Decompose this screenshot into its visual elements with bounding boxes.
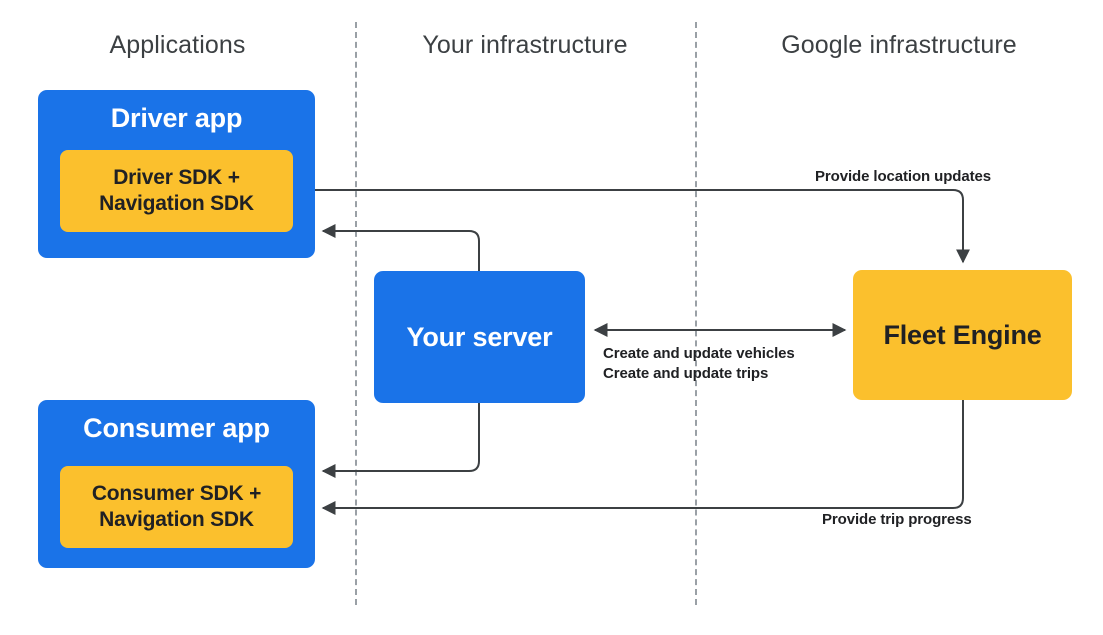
node-driver-app-title: Driver app bbox=[110, 103, 243, 133]
edge-label-provide-trip-progress: Provide trip progress bbox=[822, 511, 972, 528]
node-your-server-label: Your server bbox=[406, 321, 553, 352]
edge-driver-to-fleet-engine bbox=[293, 189, 970, 264]
column-header-applications: Applications bbox=[109, 31, 246, 59]
edge-label-create-and-update-trips: Create and update trips bbox=[603, 365, 769, 383]
edge-your-server-to-consumer-app bbox=[321, 403, 480, 478]
node-driver-sdk[interactable]: Driver SDK + Navigation SDK bbox=[60, 150, 293, 232]
node-consumer-sdk[interactable]: Consumer SDK + Navigation SDK bbox=[60, 466, 293, 548]
node-consumer-sdk-label-line1: Consumer SDK + bbox=[91, 481, 262, 505]
node-consumer-sdk-label-line2: Navigation SDK bbox=[99, 508, 254, 531]
node-fleet-engine-label: Fleet Engine bbox=[883, 319, 1042, 350]
node-driver-sdk-label: Driver SDK + Navigation SDK bbox=[99, 165, 254, 218]
column-header-your-infrastructure: Your infrastructure bbox=[422, 31, 628, 59]
edge-label-provide-location-updates: Provide location updates bbox=[815, 168, 991, 185]
node-driver-sdk-label-line1: Driver SDK + bbox=[113, 165, 240, 189]
node-consumer-app-title: Consumer app bbox=[83, 413, 270, 443]
column-divider-left bbox=[355, 22, 357, 605]
node-consumer-sdk-label: Consumer SDK + Navigation SDK bbox=[91, 481, 262, 534]
node-driver-sdk-label-line2: Navigation SDK bbox=[99, 192, 254, 215]
column-header-google-infrastructure: Google infrastructure bbox=[781, 31, 1017, 59]
node-your-server[interactable]: Your server bbox=[374, 271, 585, 403]
edge-your-server-to-driver-app bbox=[321, 224, 480, 271]
column-divider-right bbox=[695, 22, 697, 605]
node-fleet-engine[interactable]: Fleet Engine bbox=[853, 270, 1072, 400]
edge-label-create-and-update: Create and update vehicles Create and up… bbox=[603, 344, 795, 385]
edge-fleet-engine-to-consumer-app bbox=[321, 400, 964, 515]
edge-label-create-and-update-vehicles: Create and update vehicles bbox=[603, 345, 795, 362]
